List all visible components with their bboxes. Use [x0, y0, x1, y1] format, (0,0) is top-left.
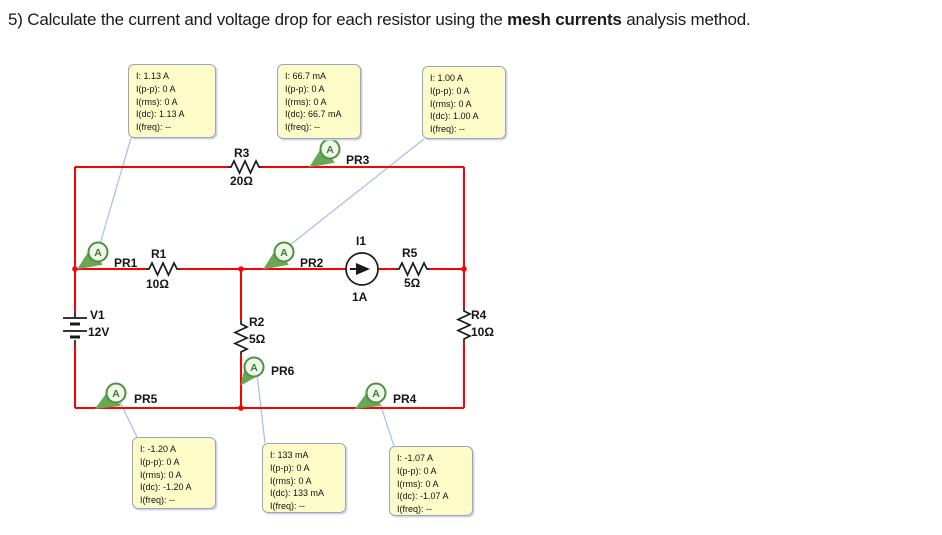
- measurement-box-pr1: I: 1.13 A I(p-p): 0 A I(rms): 0 A I(dc):…: [128, 64, 216, 138]
- measurement-line: I(rms): 0 A: [136, 96, 178, 107]
- probe-pr2: A PR2: [263, 241, 324, 270]
- resistor-zigzag: [396, 260, 430, 278]
- resistor-zigzag: [455, 308, 473, 342]
- ammeter-probe-icon: [243, 356, 265, 378]
- ammeter-letter: A: [112, 388, 120, 400]
- callout-line-pr1: [99, 137, 132, 245]
- probe-pr3: A PR3: [309, 138, 370, 168]
- measurement-line: I(rms): 0 A: [430, 98, 472, 109]
- resistor-r2-value: 5Ω: [249, 332, 266, 346]
- resistor-zigzag: [232, 321, 250, 355]
- current-source-i1-value: 1A: [352, 290, 368, 304]
- resistor-r4-value: 10Ω: [471, 325, 494, 339]
- resistor-r1-label: R1: [151, 247, 167, 261]
- resistor-r3: R3 20Ω: [228, 146, 262, 188]
- probe-pr6: A PR6: [240, 356, 295, 386]
- measurement-line: I: 133 mA: [270, 450, 309, 460]
- measurement-line: I(p-p): 0 A: [397, 465, 437, 476]
- measurement-line: I(freq): --: [270, 501, 305, 512]
- probe-pr1: A PR1: [77, 241, 138, 270]
- resistor-zigzag: [146, 260, 180, 278]
- junction-dot: [238, 405, 244, 411]
- measurement-line: I(freq): --: [285, 122, 320, 133]
- probe-pr6-label: PR6: [271, 364, 295, 378]
- ammeter-probe-icon: [105, 382, 127, 404]
- measurement-line: I(dc): -1.07 A: [397, 491, 449, 502]
- measurement-line: I: 1.00 A: [430, 73, 464, 83]
- page-title-emphasis: mesh currents: [507, 10, 622, 29]
- probe-pr3-label: PR3: [346, 153, 370, 167]
- measurement-box-pr4: I: -1.07 A I(p-p): 0 A I(rms): 0 A I(dc)…: [389, 446, 473, 516]
- ammeter-letter: A: [280, 247, 288, 259]
- probe-pr1-label: PR1: [114, 256, 138, 270]
- ammeter-letter: A: [326, 144, 334, 156]
- page-title-prefix: 5) Calculate the current and voltage dro…: [8, 10, 508, 29]
- resistor-r2-label: R2: [249, 315, 265, 329]
- probe-pr2-label: PR2: [300, 256, 324, 270]
- probe-pr4-label: PR4: [393, 392, 417, 406]
- measurement-line: I(freq): --: [136, 122, 171, 133]
- measurement-box-pr3: I: 66.7 mA I(p-p): 0 A I(rms): 0 A I(dc)…: [277, 64, 361, 139]
- ammeter-probe-icon: [365, 382, 387, 404]
- ammeter-letter: A: [250, 362, 258, 374]
- measurement-line: I(dc): 1.13 A: [136, 109, 185, 120]
- ammeter-probe-icon: [87, 241, 109, 263]
- callout-line-pr4: [378, 399, 395, 447]
- measurement-line: I(p-p): 0 A: [270, 462, 310, 473]
- probe-pr5-label: PR5: [134, 392, 158, 406]
- measurement-line: I(rms): 0 A: [397, 478, 439, 489]
- measurement-line: I(dc): 133 mA: [270, 488, 325, 499]
- resistor-zigzag: [228, 158, 262, 176]
- resistor-r4-label: R4: [471, 308, 487, 322]
- current-source-i1-label: I1: [356, 234, 366, 248]
- measurement-box-pr6: I: 133 mA I(p-p): 0 A I(rms): 0 A I(dc):…: [262, 443, 346, 513]
- measurement-line: I(dc): 1.00 A: [430, 111, 479, 122]
- junction-dot: [72, 266, 78, 272]
- measurement-line: I(freq): --: [430, 124, 465, 135]
- measurement-line: I(rms): 0 A: [285, 96, 327, 107]
- measurement-line: I(rms): 0 A: [270, 475, 312, 486]
- measurement-box-pr5: I: -1.20 A I(p-p): 0 A I(rms): 0 A I(dc)…: [132, 437, 216, 509]
- callout-line-pr2: [289, 138, 425, 246]
- current-source-i1: I1 1A: [345, 234, 379, 304]
- ammeter-probe-icon: [273, 241, 295, 263]
- resistor-r3-label: R3: [234, 146, 250, 160]
- measurement-line: I(dc): -1.20 A: [140, 482, 192, 493]
- measurement-line: I(p-p): 0 A: [430, 85, 470, 96]
- measurement-line: I(p-p): 0 A: [136, 83, 176, 94]
- callout-line-pr5: [118, 399, 138, 438]
- junction-dot: [461, 266, 467, 272]
- measurement-line: I: -1.07 A: [397, 453, 434, 463]
- page-title-suffix: analysis method.: [621, 10, 751, 29]
- measurement-line: I(p-p): 0 A: [140, 456, 180, 467]
- voltage-source-v1-value: 12V: [88, 325, 109, 339]
- ammeter-letter: A: [94, 247, 102, 259]
- resistor-r3-value: 20Ω: [230, 174, 253, 188]
- measurement-line: I(freq): --: [397, 504, 432, 515]
- measurement-line: I: 1.13 A: [136, 71, 170, 81]
- ammeter-probe-icon: [319, 138, 341, 160]
- resistor-r4: R4 10Ω: [455, 308, 494, 342]
- resistor-r5-label: R5: [402, 246, 418, 260]
- junction-dot: [238, 266, 244, 272]
- resistor-r2: R2 5Ω: [232, 315, 266, 355]
- voltage-source-v1-label: V1: [90, 308, 105, 322]
- resistor-r1-value: 10Ω: [146, 277, 169, 291]
- measurement-line: I(p-p): 0 A: [285, 83, 325, 94]
- resistor-r5-value: 5Ω: [404, 276, 421, 290]
- resistor-r5: R5 5Ω: [396, 246, 430, 290]
- measurement-box-pr2: I: 1.00 A I(p-p): 0 A I(rms): 0 A I(dc):…: [422, 66, 506, 139]
- measurement-line: I(rms): 0 A: [140, 469, 182, 480]
- ammeter-letter: A: [372, 388, 380, 400]
- measurement-line: I(freq): --: [140, 495, 175, 506]
- voltage-source-v1: V1 12V: [63, 308, 109, 345]
- probe-pr4: A PR4: [354, 382, 417, 410]
- measurement-line: I: -1.20 A: [140, 444, 177, 454]
- measurement-line: I(dc): 66.7 mA: [285, 109, 342, 120]
- measurement-line: I: 66.7 mA: [285, 71, 327, 81]
- probe-pr5: A PR5: [94, 382, 158, 410]
- page-title: 5) Calculate the current and voltage dro…: [8, 10, 938, 30]
- resistor-r1: R1 10Ω: [146, 247, 180, 291]
